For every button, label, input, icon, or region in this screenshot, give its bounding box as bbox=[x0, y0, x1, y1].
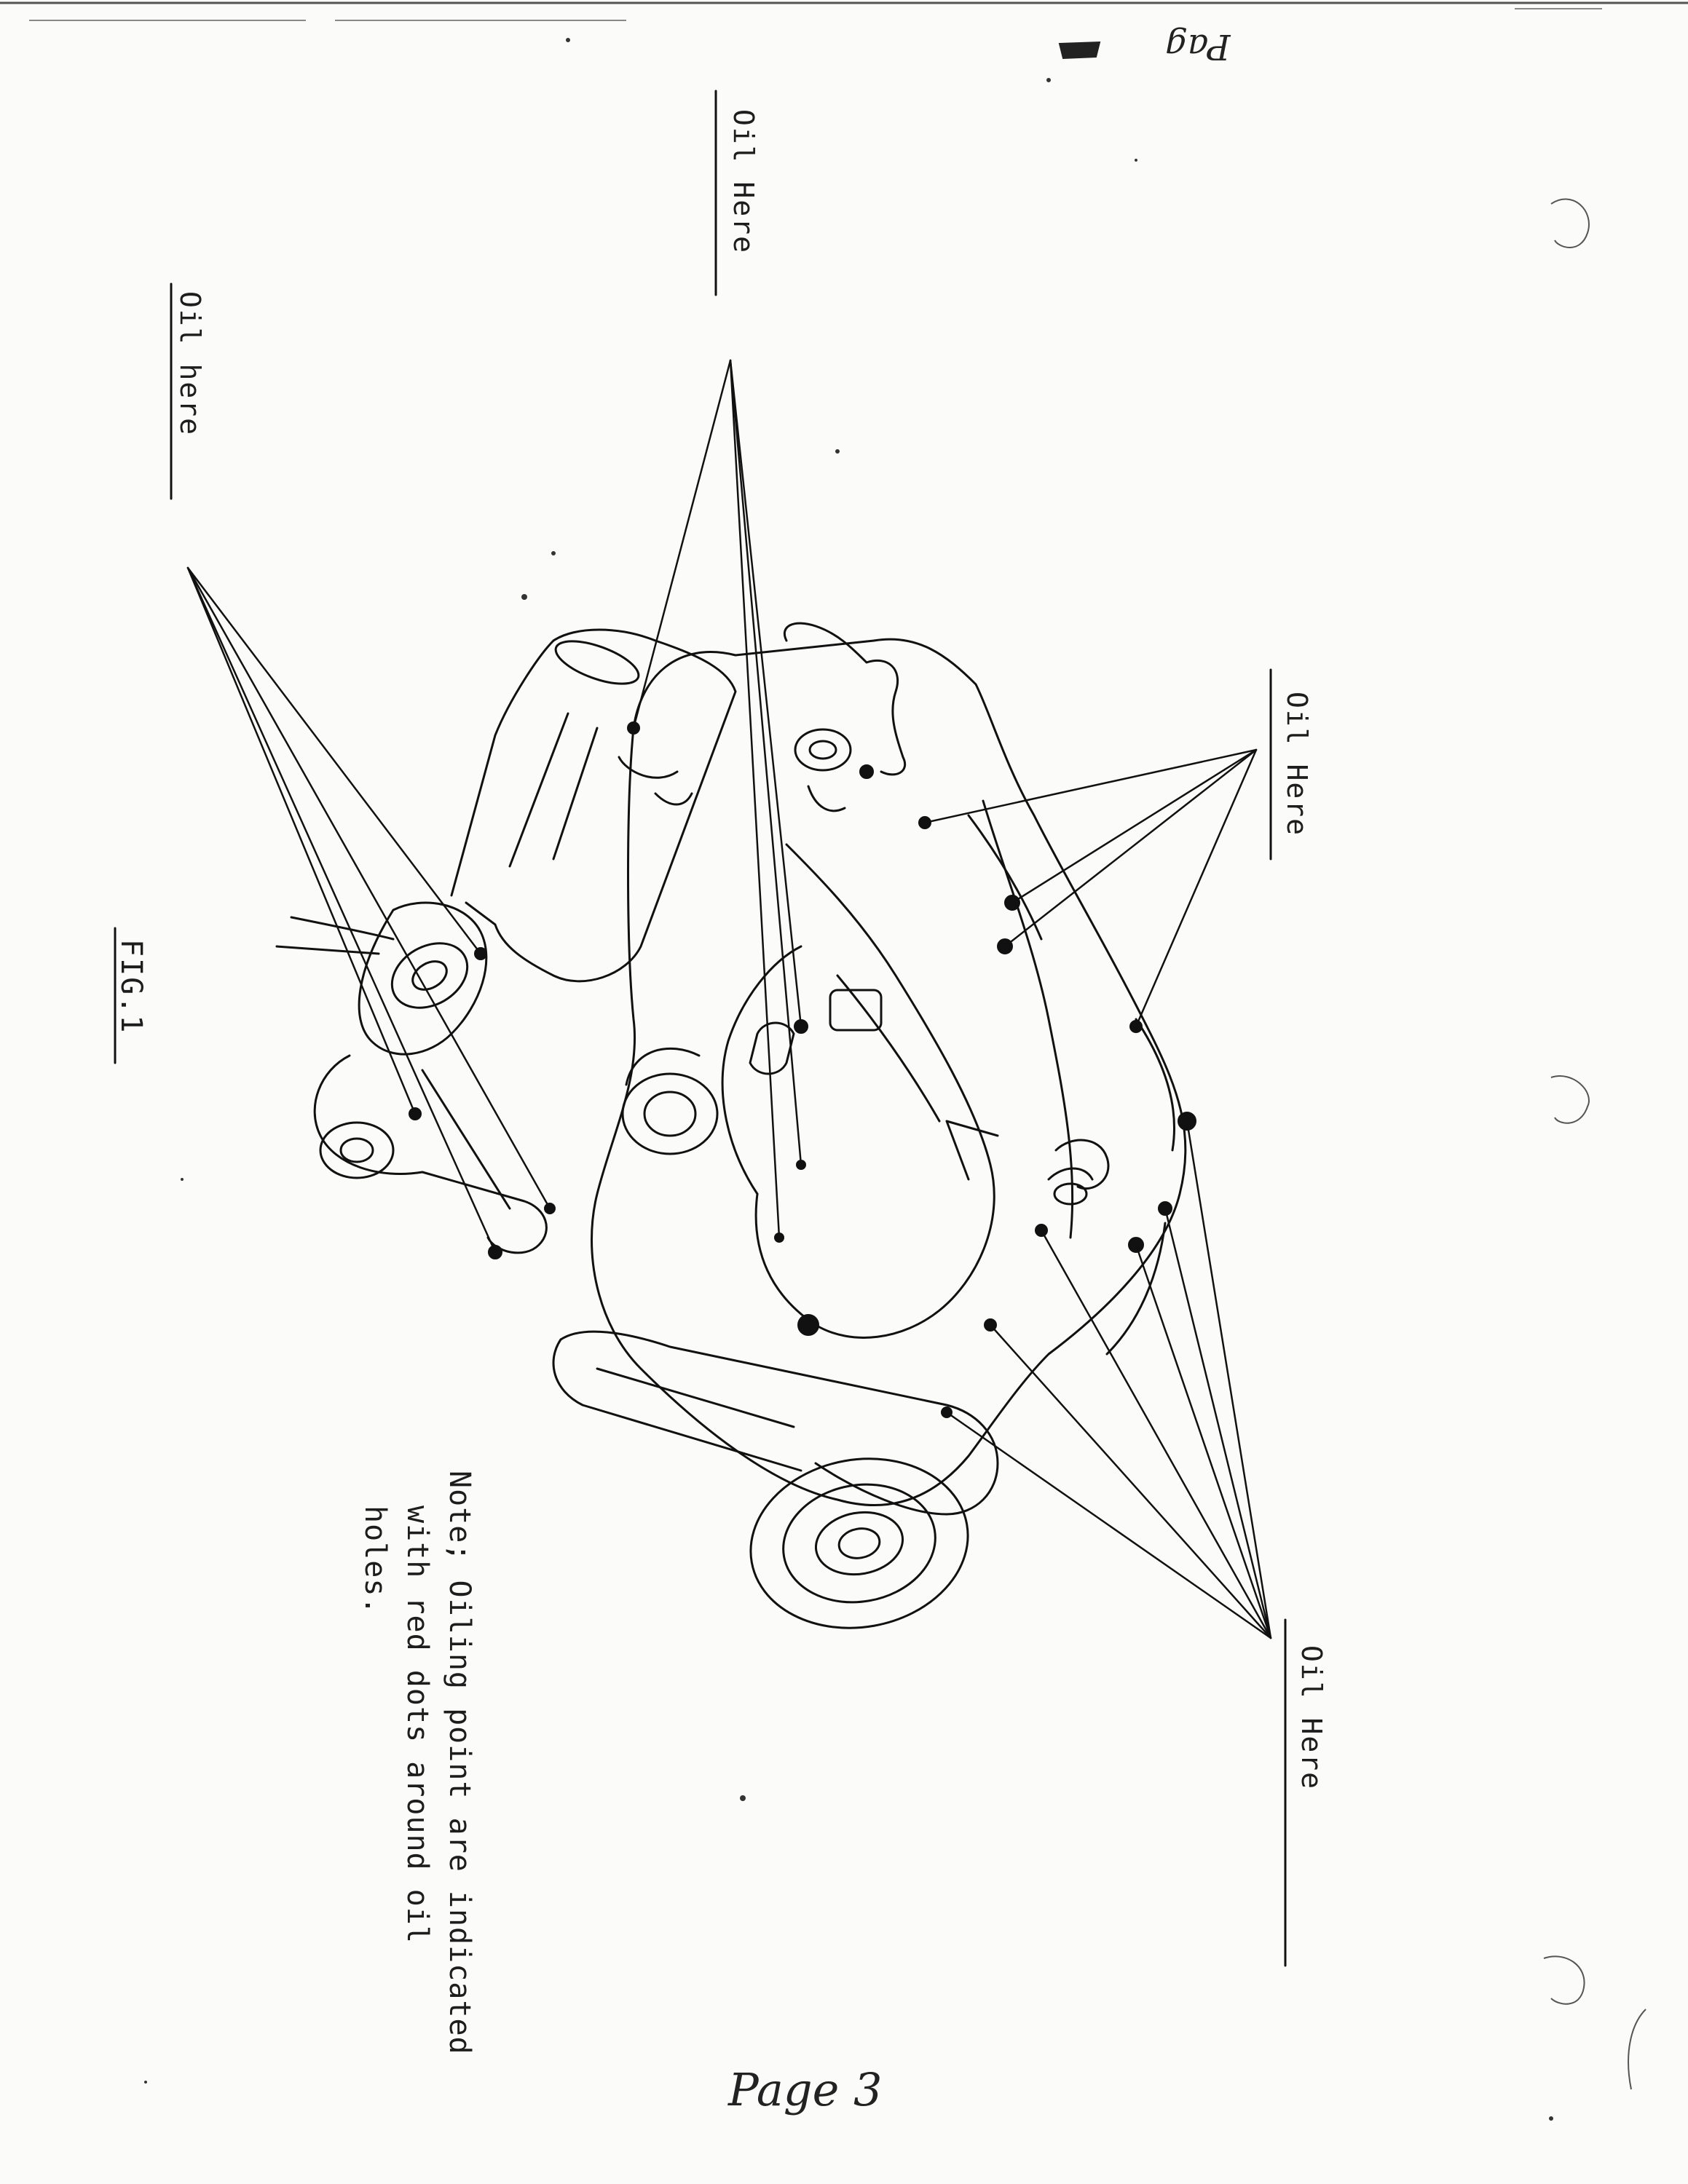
pulley-wheel bbox=[749, 1457, 969, 1629]
machine-body bbox=[591, 638, 1187, 1506]
note-line-3: holes. bbox=[358, 1506, 392, 1615]
page-number: Page 3 bbox=[728, 2063, 883, 2116]
figure-label: FIG.1 bbox=[114, 939, 148, 1034]
callout-label-top: Oil Here bbox=[727, 109, 760, 255]
note-line-1: Note; Oiling point are indicated bbox=[443, 1471, 476, 2055]
motor-housing bbox=[465, 628, 737, 983]
header-handwritten-note: Pag bbox=[1165, 26, 1231, 67]
base-foot bbox=[559, 1330, 999, 1516]
callout-label-right-upper: Oil Here bbox=[1281, 692, 1313, 837]
top-bracket bbox=[784, 622, 907, 776]
callout-label-left: Oil here bbox=[174, 291, 206, 437]
left-bearing-block bbox=[358, 901, 488, 1056]
note-block: Note; Oiling point are indicated with re… bbox=[354, 1471, 481, 2055]
callout-label-right-lower: Oil Here bbox=[1295, 1645, 1328, 1791]
note-line-2: with red dots around oil bbox=[401, 1506, 434, 1944]
